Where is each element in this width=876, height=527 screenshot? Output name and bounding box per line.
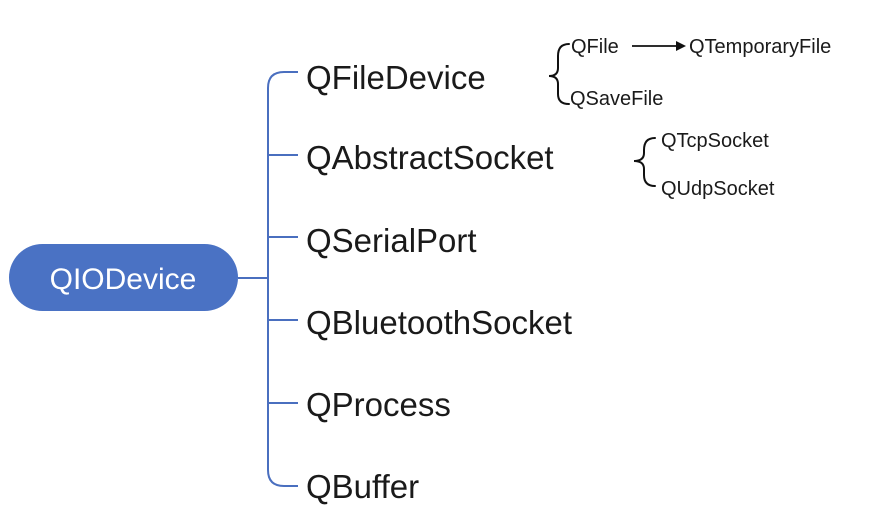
qfiledevice-brace <box>548 43 570 105</box>
subclass-qsavefile[interactable]: QSaveFile <box>570 88 663 110</box>
root-node-pill <box>9 244 238 311</box>
child-node-qfiledevice[interactable]: QFileDevice <box>306 59 486 96</box>
child-node-qbluetoothsocket[interactable]: QBluetoothSocket <box>306 304 572 341</box>
root-node-label: QIODevice <box>50 263 197 296</box>
child-node-qserialport[interactable]: QSerialPort <box>306 222 477 259</box>
subclass-qfile[interactable]: QFile <box>571 36 619 58</box>
tree-connectors <box>238 71 298 487</box>
qfile-to-qtemporaryfile-arrow-head <box>676 41 686 51</box>
child-nodes: QFileDevice QAbstractSocket QSerialPort … <box>306 59 572 505</box>
subclass-qtemporaryfile[interactable]: QTemporaryFile <box>689 36 831 58</box>
qabstractsocket-subclass-group: QTcpSocket QUdpSocket <box>633 130 775 200</box>
trunk-line <box>267 71 298 487</box>
child-node-qbuffer[interactable]: QBuffer <box>306 468 419 505</box>
child-node-qabstractsocket[interactable]: QAbstractSocket <box>306 139 554 176</box>
child-node-qprocess[interactable]: QProcess <box>306 386 451 423</box>
subclass-qtcpsocket[interactable]: QTcpSocket <box>661 130 769 152</box>
qabstractsocket-brace <box>633 137 656 187</box>
subclass-qudpsocket[interactable]: QUdpSocket <box>661 178 775 200</box>
root-node-qiodevice[interactable]: QIODevice <box>9 244 238 311</box>
qfiledevice-subclass-group: QFile QTemporaryFile QSaveFile <box>548 36 831 110</box>
